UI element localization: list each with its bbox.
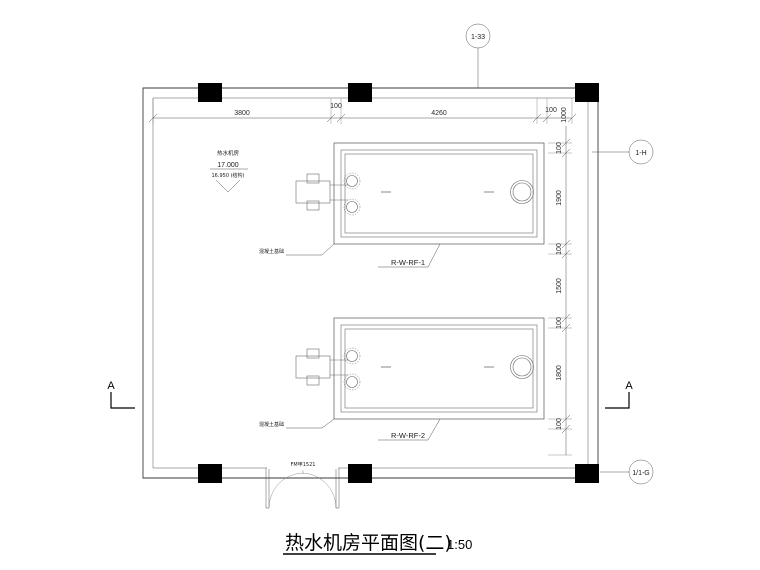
manhole-outer-1	[510, 180, 534, 204]
nozzle-inner-1b	[346, 201, 358, 213]
manhole-inner-1	[512, 182, 532, 202]
tank-inner-1	[344, 153, 534, 234]
connection-block-2	[295, 355, 331, 379]
tank-body-1	[340, 149, 538, 238]
nozzle-outer-2a	[343, 347, 361, 365]
equipment-tag-leader-1	[378, 243, 441, 268]
dim-right-6: 1800	[556, 365, 563, 381]
dim-top-2: 100	[330, 103, 342, 110]
tank-inner-2	[344, 328, 534, 409]
section-marker-right: A	[605, 380, 633, 409]
dim-top-4: 100	[545, 107, 557, 114]
column-bottom-left	[198, 464, 222, 483]
column-top-left	[198, 83, 222, 102]
foundation-leader-2	[286, 418, 335, 429]
equipment-tag-2: R-W-RF-2	[391, 431, 425, 440]
nozzle-inner-1a	[346, 175, 358, 187]
dim-right-4: 1500	[556, 278, 563, 294]
dim-top-1: 3800	[234, 110, 250, 117]
drawing-title: 热水机房平面图(二)	[285, 532, 452, 554]
column-top-right	[575, 83, 599, 102]
axis-bubble-right-lower: 1/1-G	[600, 459, 654, 485]
dim-right-3: 100	[556, 243, 563, 255]
manhole-inner-2	[512, 357, 532, 377]
door-swing-right	[302, 472, 337, 509]
nozzle-inner-2a	[346, 350, 358, 362]
column-top-mid	[348, 83, 372, 102]
dim-right-2: 1900	[556, 190, 563, 206]
connection-block-1	[295, 180, 331, 204]
building-walls	[142, 87, 599, 479]
nozzle-outer-1b	[343, 198, 361, 216]
connection-stub-bottom-1	[306, 200, 320, 211]
equipment-unit-1: 混凝土基础 R-W-RF-1	[259, 142, 545, 268]
foundation-label-2: 混凝土基础	[259, 421, 284, 428]
column-bottom-mid	[348, 464, 372, 483]
foundation-outline-1	[333, 142, 545, 245]
room-label-group: 热水机房 17.000 16.950 (结构)	[210, 149, 248, 193]
axis-bubble-top-label: 1-33	[471, 34, 485, 41]
column-bottom-right	[575, 464, 599, 483]
equipment-tag-1: R-W-RF-1	[391, 258, 425, 267]
section-marker-left-label: A	[107, 380, 115, 392]
elevation-main: 17.000	[217, 162, 239, 169]
equipment-tag-leader-2	[378, 418, 441, 441]
axis-bubble-right-lower-label: 1/1-G	[632, 470, 650, 477]
equipment-unit-2: 混凝土基础 R-W-RF-2	[259, 317, 545, 441]
structural-columns	[198, 83, 599, 483]
manhole-outer-2	[510, 355, 534, 379]
elevation-sub: 16.950 (结构)	[212, 172, 245, 179]
connection-stub-top-1	[306, 173, 320, 184]
dim-top-3: 4260	[431, 110, 447, 117]
axis-bubble-top: 1-33	[465, 23, 491, 88]
door-label: FM甲1521	[291, 462, 316, 468]
nozzle-outer-1a	[343, 172, 361, 190]
foundation-leader-1	[286, 243, 335, 256]
dim-right-1: 100	[556, 142, 563, 154]
connection-stub-top-2	[306, 348, 320, 359]
room-name-label: 热水机房	[217, 149, 240, 157]
axis-bubble-right-upper-label: 1-H	[635, 150, 646, 157]
entry-door: FM甲1521	[265, 462, 340, 509]
drawing-title-block: 热水机房平面图(二) 1:50	[283, 532, 472, 555]
nozzle-outer-2b	[343, 373, 361, 391]
section-marker-right-label: A	[625, 380, 633, 392]
axis-bubble-right-upper: 1-H	[592, 139, 654, 165]
connection-stub-bottom-2	[306, 375, 320, 386]
nozzle-inner-2b	[346, 376, 358, 388]
section-marker-left: A	[107, 380, 135, 409]
dimension-line-top: 3800 100 4260 100 1000	[148, 98, 577, 124]
dim-top-5: 1000	[561, 107, 568, 123]
foundation-outline-2	[333, 317, 545, 420]
dimension-line-right: 100 1900 100 1500 100 1800 100	[548, 126, 572, 456]
door-swing-left	[268, 472, 304, 509]
drawing-scale: 1:50	[447, 537, 472, 552]
dim-right-5: 100	[556, 317, 563, 329]
tank-body-2	[340, 324, 538, 413]
foundation-label-1: 混凝土基础	[259, 248, 284, 255]
elevation-triangle-icon	[215, 179, 241, 193]
dim-right-7: 100	[556, 418, 563, 430]
